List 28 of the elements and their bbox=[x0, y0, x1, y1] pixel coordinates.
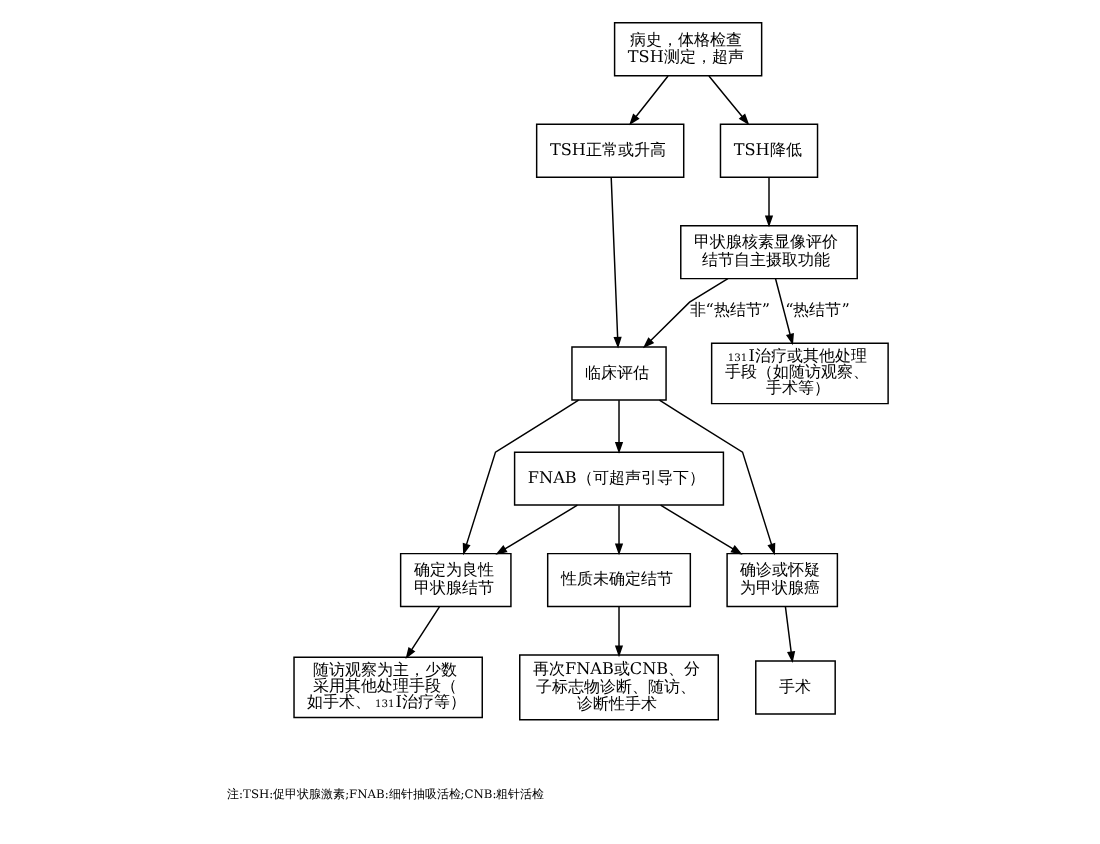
arrow bbox=[628, 75, 668, 126]
arrow bbox=[461, 399, 579, 556]
arrow bbox=[783, 606, 795, 664]
edge-label: “热结节” bbox=[784, 299, 849, 320]
arrow bbox=[613, 399, 623, 454]
arrow bbox=[404, 606, 440, 660]
node-box: 性质未确定结节 bbox=[545, 552, 691, 608]
node-box: 手术 bbox=[754, 660, 835, 715]
node-box: 病史，体格检查 TSH测定，超声 bbox=[612, 22, 762, 77]
arrow bbox=[641, 278, 728, 349]
arrow bbox=[494, 504, 578, 555]
arrow bbox=[658, 504, 742, 555]
node-box: TSH降低 bbox=[718, 123, 818, 178]
arrow bbox=[657, 399, 775, 556]
node-box: TSH正常或升高 bbox=[534, 123, 684, 178]
node-box: 确诊或怀疑为甲状腺癌 bbox=[725, 552, 838, 608]
node-box: 再次FNAB或CNB、分子标志物诊断、随访、诊断性手术 bbox=[518, 654, 718, 721]
node-box: 确定为良性甲状腺结节 bbox=[398, 552, 511, 608]
node-box: FNAB（可超声引导下） bbox=[512, 451, 724, 506]
node-box: 临床评估 bbox=[570, 346, 666, 401]
arrow bbox=[707, 75, 749, 126]
arrow bbox=[609, 176, 621, 349]
node-box: 甲状腺核素显像评价结节自主摄取功能 bbox=[679, 224, 857, 280]
arrow bbox=[773, 278, 793, 346]
edge-label: 非“热结节” bbox=[688, 299, 770, 320]
arrow bbox=[763, 176, 773, 228]
arrow bbox=[613, 606, 623, 658]
arrow bbox=[613, 504, 623, 556]
